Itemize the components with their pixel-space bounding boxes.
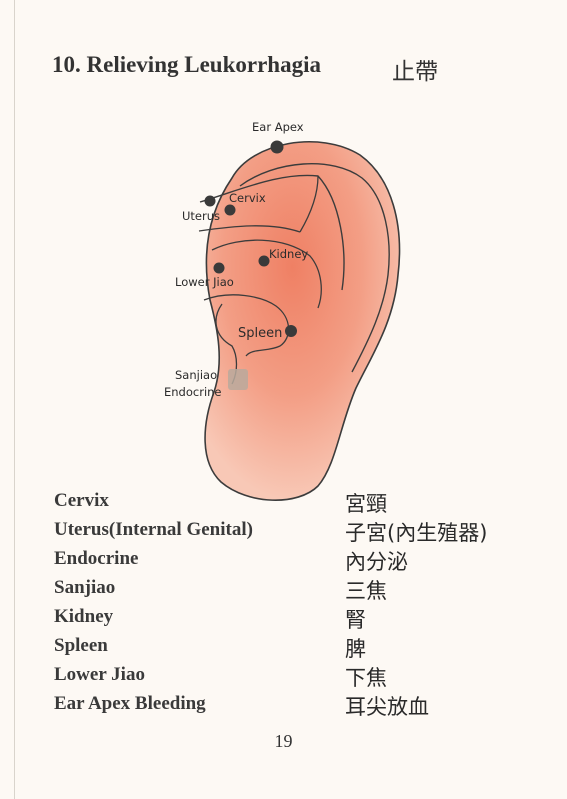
legend-cn: 內分泌: [345, 550, 408, 574]
legend-row: Ear Apex Bleeding 耳尖放血: [54, 691, 524, 720]
sanjiao-label: Sanjiao: [175, 368, 217, 382]
legend-cn: 子宮(內生殖器): [345, 521, 488, 545]
legend-row: Spleen 脾: [54, 633, 524, 662]
legend-en: Cervix: [54, 490, 109, 511]
legend-list: Cervix 宮頸 Uterus(Internal Genital) 子宮(內生…: [54, 488, 524, 720]
legend-en: Uterus(Internal Genital): [54, 519, 253, 540]
helix-line: [239, 163, 390, 373]
concha-line: [211, 239, 322, 309]
cervix-point: [224, 204, 236, 216]
kidney-point: [258, 255, 270, 267]
legend-row: Uterus(Internal Genital) 子宮(內生殖器): [54, 517, 524, 546]
legend-row: Endocrine 內分泌: [54, 546, 524, 575]
lower-jiao-point: [213, 262, 225, 274]
page-edge: [14, 0, 15, 799]
legend-en: Sanjiao: [54, 577, 116, 598]
lower-jiao-label: Lower Jiao: [175, 275, 234, 289]
page-number: 19: [274, 731, 293, 751]
antihelix-inner: [203, 294, 290, 357]
legend-cn: 下焦: [345, 666, 387, 690]
legend-cn: 腎: [345, 608, 366, 632]
legend-en: Endocrine: [54, 548, 139, 569]
endocrine-patch: [228, 369, 248, 390]
legend-row: Lower Jiao 下焦: [54, 662, 524, 691]
legend-row: Sanjiao 三焦: [54, 575, 524, 604]
uterus-point: [204, 195, 216, 207]
legend-en: Spleen: [54, 635, 108, 656]
ear-apex-point: [270, 140, 284, 154]
kidney-label: Kidney: [269, 247, 308, 261]
legend-cn: 三焦: [345, 579, 387, 603]
triangular-fossa: [198, 175, 319, 233]
legend-en: Lower Jiao: [54, 664, 145, 685]
uterus-label: Uterus: [182, 209, 220, 223]
endocrine-label: Endocrine: [164, 385, 222, 399]
spleen-label: Spleen: [238, 326, 282, 341]
spleen-point: [285, 325, 297, 337]
legend-cn: 宮頸: [345, 492, 387, 516]
ear-apex-label: Ear Apex: [252, 120, 304, 134]
page-title-chinese: 止帶: [392, 59, 438, 85]
legend-en: Kidney: [54, 606, 114, 627]
legend-en: Ear Apex Bleeding: [54, 693, 206, 714]
page-title: 10. Relieving Leukorrhagia: [52, 52, 321, 77]
cervix-label: Cervix: [229, 191, 266, 205]
legend-row: Kidney 腎: [54, 604, 524, 633]
legend-cn: 脾: [345, 637, 366, 661]
legend-cn: 耳尖放血: [345, 695, 429, 719]
legend-row: Cervix 宮頸: [54, 488, 524, 517]
